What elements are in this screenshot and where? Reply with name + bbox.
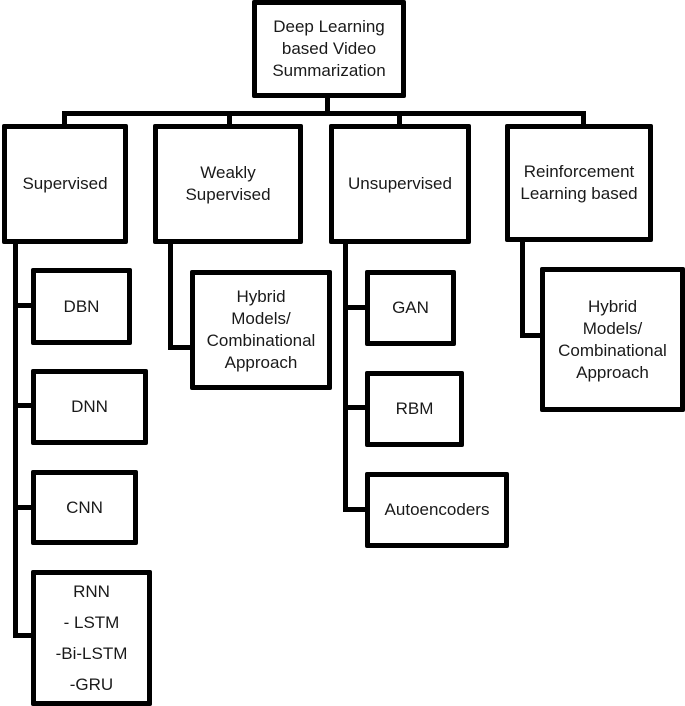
node-autoencoders: Autoencoders [365,472,509,548]
node-label: RBM [395,399,434,418]
root-node: Deep Learning based Video Summarization [252,0,406,98]
supervised-branch-dbn [13,303,35,308]
top-bus [62,111,586,116]
rnn-variant-gru: -GRU [69,675,114,694]
node-label: GAN [392,298,429,317]
category-label: Supervised [22,174,108,193]
node-dnn: DNN [31,369,148,445]
supervised-branch-dnn [13,403,35,408]
stem-weakly [227,111,232,129]
unsupervised-trunk [343,240,348,512]
category-weakly-supervised: Weakly Supervised [153,124,303,244]
category-unsupervised: Unsupervised [329,124,471,244]
node-label: CNN [66,497,103,517]
weakly-branch [168,345,192,350]
category-supervised: Supervised [2,124,128,244]
node-label: DBN [63,296,100,316]
stem-unsupervised [397,111,402,129]
category-label: Weakly Supervised [185,163,271,204]
root-label: Deep Learning based Video Summarization [272,17,386,80]
node-weakly-hybrid: Hybrid Models/ Combinational Approach [190,270,332,390]
node-label: Hybrid Models/ Combinational Approach [206,287,316,372]
weakly-trunk [168,240,173,350]
rnn-title: RNN [73,582,110,601]
node-dbn: DBN [31,268,132,345]
unsupervised-branch-gan [343,305,365,310]
node-cnn: CNN [31,470,138,545]
node-label: DNN [71,397,108,416]
supervised-branch-rnn [13,633,35,638]
rnn-variant-lstm: - LSTM [63,613,120,632]
node-gan: GAN [365,270,456,346]
category-label: Reinforcement Learning based [520,162,638,203]
node-reinforcement-hybrid: Hybrid Models/ Combinational Approach [540,267,685,412]
supervised-trunk [13,240,18,638]
category-reinforcement: Reinforcement Learning based [505,124,653,242]
node-label: Autoencoders [384,500,490,519]
supervised-branch-cnn [13,505,35,510]
rnn-variant-bilstm: -Bi-LSTM [55,644,128,663]
node-rbm: RBM [365,371,464,447]
unsupervised-branch-rbm [343,405,365,410]
node-rnn: RNN - LSTM -Bi-LSTM -GRU [31,570,152,706]
stem-supervised [62,111,67,129]
unsupervised-branch-ae [343,507,365,512]
root-stem [325,95,330,115]
reinforcement-trunk [520,238,525,338]
stem-reinforcement [581,111,586,129]
reinforcement-branch [520,333,542,338]
node-label: Hybrid Models/ Combinational Approach [558,296,667,382]
category-label: Unsupervised [348,174,452,193]
